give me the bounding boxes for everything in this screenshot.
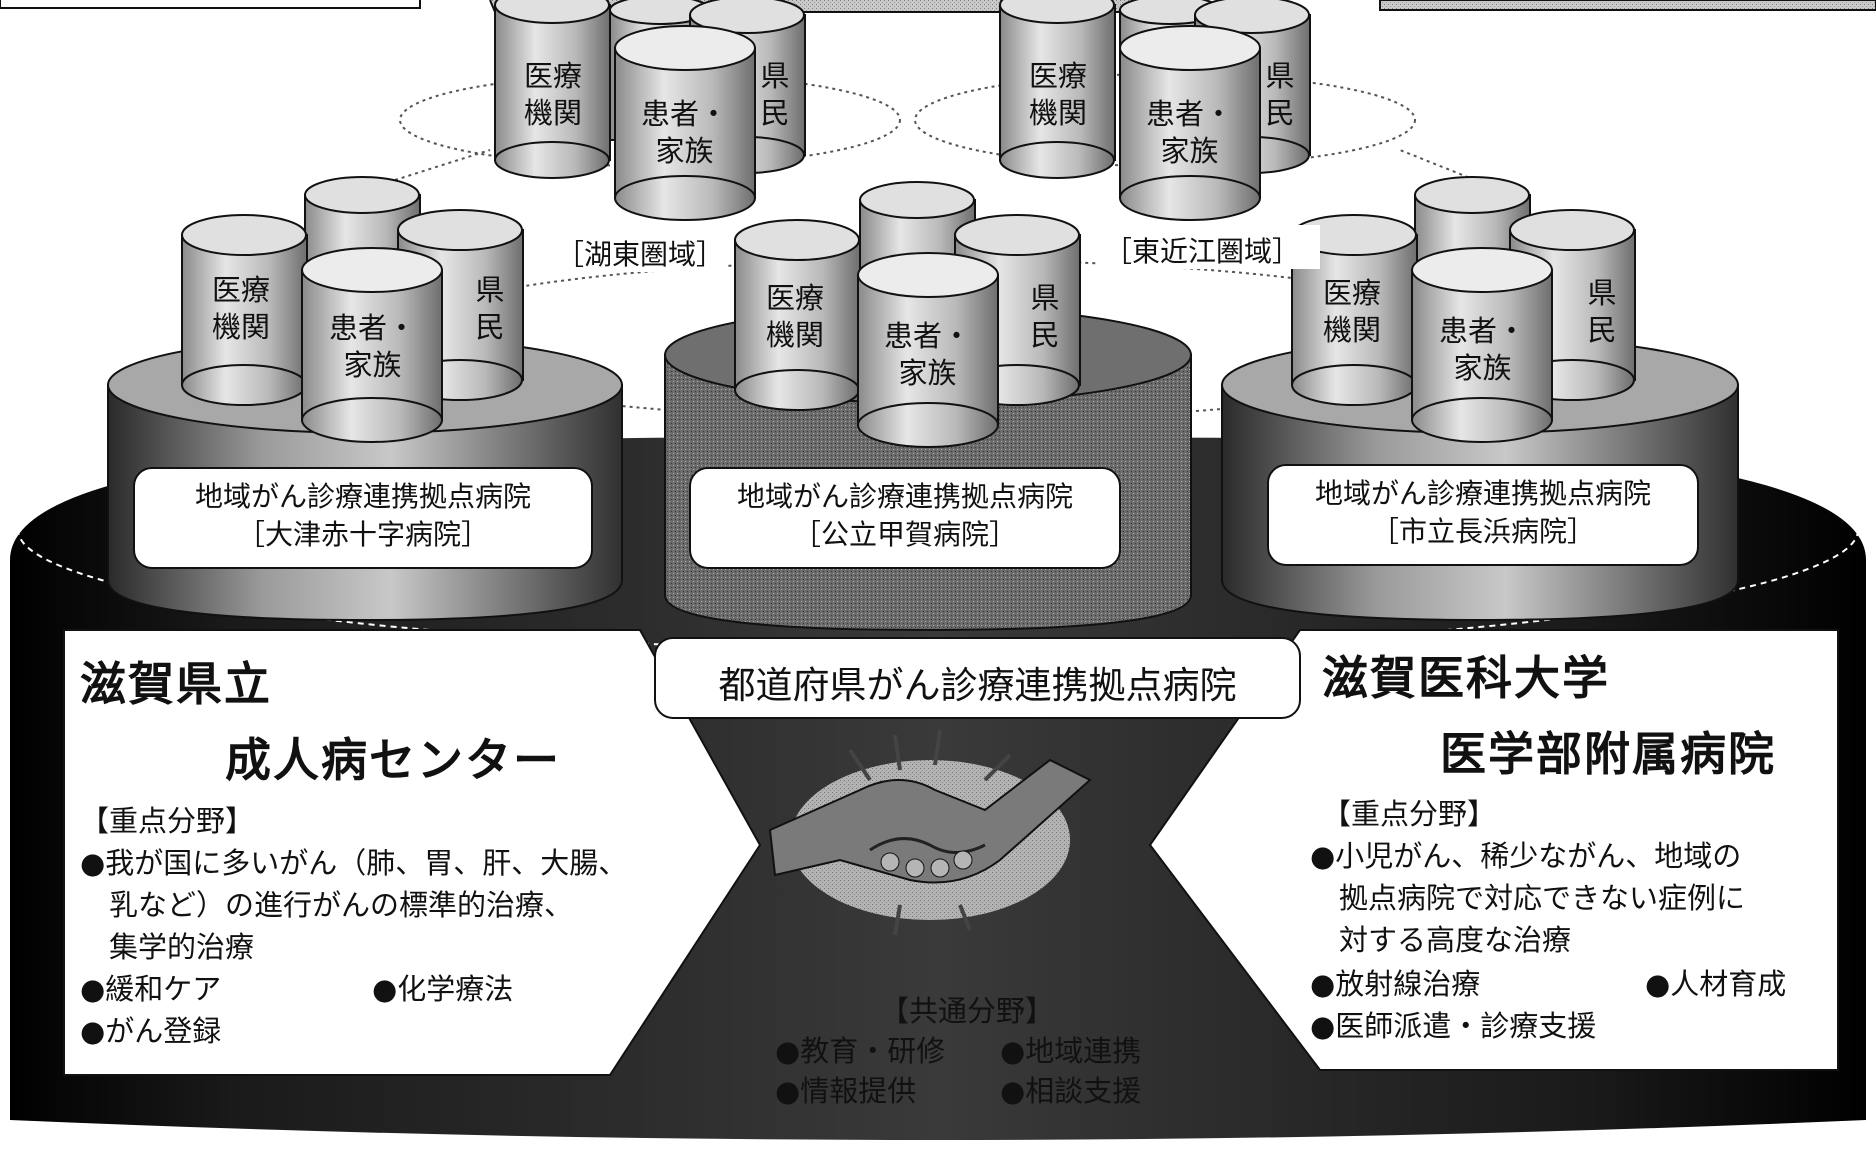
cluster-koka-graphic: [734, 181, 1081, 448]
hosp-nagahama-title: 地域がん診療連携拠点病院: [1314, 477, 1651, 510]
right-focus-item: ●放射線治療: [1310, 967, 1481, 1001]
left-center-title1: 滋賀県立: [80, 657, 272, 711]
hosp-otsu-title: 地域がん診療連携拠点病院: [194, 480, 531, 513]
hosp-box-otsu: [133, 467, 593, 569]
cluster-kotou-medical: 医療 機関: [523, 59, 582, 130]
cluster-otsu-graphic: [181, 176, 524, 443]
right-focus-item: ●小児がん、稀少ながん、地域の: [1310, 839, 1742, 873]
cluster-higashiomi-patients: 患者・ 家族: [1145, 97, 1233, 168]
cluster-nagahama-graphic: [1291, 176, 1636, 443]
prefectural-label: 都道府県がん診療連携拠点病院: [718, 664, 1237, 707]
cluster-otsu-citizens: 県 民: [475, 273, 505, 344]
cluster-koka-patients: 患者・ 家族: [883, 319, 971, 390]
cluster-otsu-patients: 患者・ 家族: [328, 311, 416, 382]
cluster-higashiomi-citizens: 県 民: [1265, 59, 1295, 130]
cluster-nagahama-citizens: 県 民: [1587, 276, 1617, 347]
cluster-kotou-graphic: [494, 0, 806, 221]
left-focus-item: 集学的治療: [80, 930, 255, 964]
hosp-koka-title: 地域がん診療連携拠点病院: [736, 480, 1073, 513]
cluster-koka-medical: 医療 機関: [765, 281, 824, 352]
right-center-title1: 滋賀医科大学: [1322, 651, 1610, 705]
area-label-higashiomi: ［東近江圏域］: [1104, 235, 1301, 268]
handshake-icon: [768, 729, 1092, 936]
cluster-kotou-patients: 患者・ 家族: [640, 97, 728, 168]
common-item: ●地域連携: [1000, 1034, 1142, 1068]
hosp-nagahama-name: ［市立長浜病院］: [1370, 515, 1595, 548]
left-focus-item: ●化学療法: [372, 972, 514, 1006]
right-focus-item: 拠点病院で対応できない症例に: [1310, 881, 1746, 915]
right-focus-item: ●人材育成: [1645, 967, 1787, 1001]
cluster-nagahama-patients: 患者・ 家族: [1438, 314, 1526, 385]
cluster-higashiomi-graphic: [999, 0, 1311, 221]
top-left-frame: [0, 0, 421, 9]
common-item: ●教育・研修: [775, 1034, 946, 1068]
hosp-koka-name: ［公立甲賀病院］: [792, 518, 1017, 551]
hosp-box-koka: [689, 467, 1121, 569]
left-focus-heading: 【重点分野】: [80, 804, 255, 838]
left-center-title2: 成人病センター: [225, 733, 561, 787]
cluster-nagahama-medical: 医療 機関: [1322, 276, 1381, 347]
area-label-kotou: ［湖東圏域］: [556, 238, 725, 271]
left-center-panel: [63, 629, 762, 1076]
cluster-higashiomi-medical: 医療 機関: [1028, 59, 1087, 130]
cluster-koka-citizens: 県 民: [1030, 281, 1060, 352]
left-focus-item: ●がん登録: [80, 1014, 222, 1048]
right-center-panel: [1148, 629, 1839, 1071]
right-focus-item: ●医師派遣・診療支援: [1310, 1009, 1597, 1043]
left-focus-item: 乳など）の進行がんの標準的治療、: [80, 888, 574, 922]
area-box-higashiomi: [1098, 225, 1320, 269]
cluster-kotou-citizens: 県 民: [760, 59, 790, 130]
common-item: ●情報提供: [775, 1074, 917, 1108]
common-heading: 【共通分野】: [880, 994, 1055, 1028]
left-focus-item: ●我が国に多いがん（肺、胃、肝、大腸、: [80, 846, 628, 880]
hosp-otsu-name: ［大津赤十字病院］: [236, 518, 489, 551]
right-center-title2: 医学部附属病院: [1440, 727, 1776, 781]
top-right-frame: [1379, 0, 1876, 11]
hosp-box-nagahama: [1267, 464, 1699, 566]
common-item: ●相談支援: [1000, 1074, 1142, 1108]
right-focus-heading: 【重点分野】: [1322, 797, 1497, 831]
right-focus-item: 対する高度な治療: [1310, 923, 1572, 957]
prefectural-box: [654, 637, 1301, 719]
left-focus-item: ●緩和ケア: [80, 972, 222, 1006]
area-box-kotou: [548, 228, 728, 272]
cluster-otsu-medical: 医療 機関: [211, 273, 270, 344]
